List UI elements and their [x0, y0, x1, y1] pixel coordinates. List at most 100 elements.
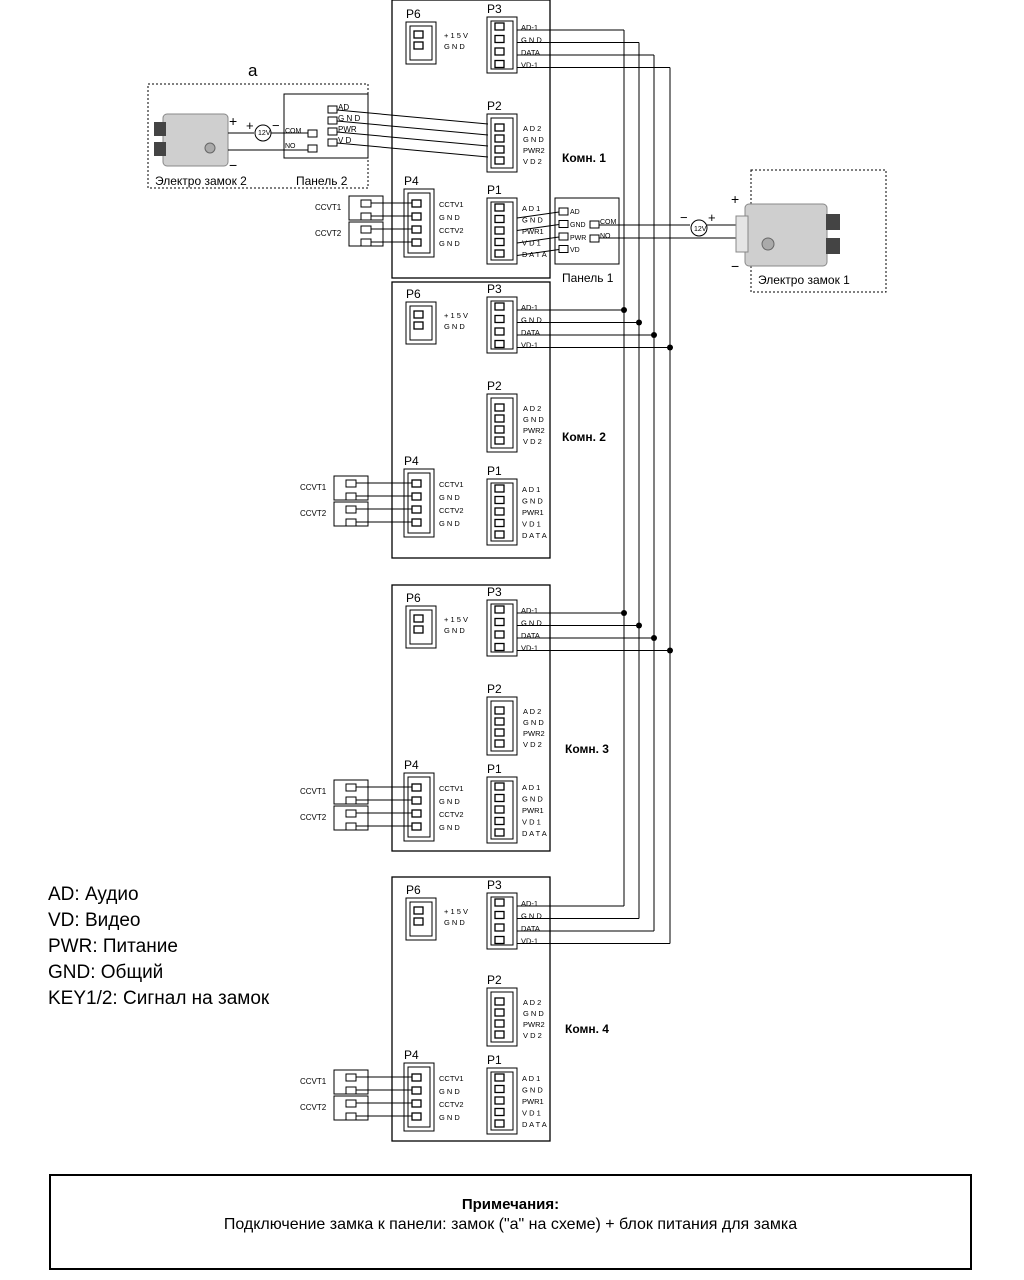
- p4-pin-label-2-room1: G N D: [439, 213, 460, 222]
- p2-pin-label-1-room1: A D 2: [523, 124, 541, 133]
- p2-title-room4: P2: [487, 973, 502, 987]
- connector-p6-pin: [413, 614, 424, 623]
- connector-p4-inner: [407, 776, 431, 838]
- connector-p2-pin: [494, 145, 505, 154]
- connector-p4-inner: [407, 1066, 431, 1128]
- camera-terminal-pin: [345, 822, 357, 831]
- panel1-relay-com: COM: [600, 219, 617, 226]
- connector-p3-pin: [494, 935, 505, 945]
- legend: AD: Аудио VD: Видео PWR: Питание GND: Об…: [48, 882, 269, 1012]
- p4-title-room4: P4: [404, 1048, 419, 1062]
- panel2-wire: [336, 120, 489, 136]
- room-name-4: Комн. 4: [565, 1022, 609, 1036]
- panel2-relay-pin: [307, 129, 318, 138]
- p1-pin-label-1-room1: A D 1: [522, 204, 540, 213]
- p3-pin-label-2-room4: G N D: [521, 912, 542, 921]
- connector-p1-pin: [494, 1096, 505, 1105]
- p6-pin-label-2-room1: G N D: [444, 42, 465, 51]
- camera-terminal-pin: [345, 479, 357, 488]
- p1-title-room2: P1: [487, 464, 502, 478]
- p1-pin-label-3-room4: PWR1: [522, 1097, 544, 1106]
- bus-junction-dot: [651, 635, 657, 641]
- p3-pin-label-2-room1: G N D: [521, 36, 542, 45]
- camera-label-2-room2: CCVT2: [300, 509, 327, 518]
- connector-p2-pin: [494, 425, 505, 434]
- lock2-minus: −: [229, 157, 237, 173]
- connector-p1-pin: [494, 518, 505, 528]
- p3-pin-label-3-room2: DATA: [521, 328, 540, 337]
- legend-item-gnd: GND: Общий: [48, 962, 164, 983]
- legend-item-ad: AD: Аудио: [48, 884, 139, 905]
- p2-title-room3: P2: [487, 682, 502, 696]
- p6-pin-label-1-room4: + 1 5 V: [444, 907, 468, 916]
- bus-junction-dot: [667, 647, 673, 654]
- supply1-label: 12V: [694, 226, 707, 233]
- room-name-1: Комн. 1: [562, 151, 606, 165]
- connector-p4-pin: [411, 225, 422, 234]
- connector-p3-pin: [494, 47, 505, 56]
- panel2-relay-no: NO: [285, 143, 296, 150]
- p3-pin-label-4-room3: VD-1: [521, 644, 538, 653]
- connector-p3-pin: [494, 910, 505, 920]
- panel2-pin-vd: V D: [338, 136, 352, 145]
- connector-p1-pin: [494, 1119, 505, 1128]
- p3-pin-label-1-room2: AD-1: [521, 303, 538, 312]
- bus-junction-dot: [636, 319, 642, 326]
- p4-title-room3: P4: [404, 758, 419, 772]
- connector-p6-pin: [413, 321, 424, 330]
- connector-p4-pin: [411, 505, 422, 514]
- connector-p2-pin: [494, 436, 505, 445]
- panel1-pin-gnd: GND: [570, 222, 586, 229]
- bus-junction-dot: [636, 622, 642, 629]
- connector-p1-pin: [494, 1073, 505, 1082]
- connector-p2-inner: [490, 397, 514, 449]
- connector-p1-room1: [486, 197, 518, 265]
- notes-title: Примечания:: [461, 1196, 560, 1213]
- connector-p6-pin: [413, 917, 424, 926]
- p3-pin-label-4-room2: VD-1: [521, 341, 538, 350]
- lock2-terminal: [154, 122, 166, 136]
- connector-p2-pin: [494, 134, 505, 143]
- panel1-pin: [558, 220, 569, 228]
- camera-label-2-room3: CCVT2: [300, 813, 327, 822]
- connector-p1-pin: [494, 793, 505, 803]
- connector-p4-inner: [407, 192, 431, 254]
- connector-p2-pin: [494, 1030, 505, 1039]
- connector-p2-pin: [494, 997, 505, 1006]
- connector-p1-pin: [494, 816, 505, 826]
- connector-p2-room3: [486, 696, 518, 756]
- connector-p4-room2: [403, 468, 435, 538]
- p1-pin-label-3-room3: PWR1: [522, 806, 544, 815]
- p1-pin-label-4-room1: V D 1: [522, 239, 541, 248]
- label-a: a: [248, 61, 258, 80]
- panel1-relay-pin: [589, 234, 600, 243]
- panel2-pin: [327, 105, 338, 114]
- p6-pin-label-2-room4: G N D: [444, 918, 465, 927]
- lock2-terminal: [154, 142, 166, 156]
- p6-pin-label-1-room2: + 1 5 V: [444, 311, 468, 320]
- p3-title-room2: P3: [487, 282, 502, 296]
- connector-p1-pin: [494, 507, 505, 516]
- connector-p4-pin: [411, 1112, 422, 1121]
- connector-p1-pin: [494, 484, 505, 493]
- room-name-3: Комн. 3: [565, 742, 609, 756]
- p3-pin-label-2-room3: G N D: [521, 619, 542, 628]
- camera-terminal-pin: [360, 238, 372, 247]
- connector-p3-inner: [490, 896, 514, 946]
- room-name-2: Комн. 2: [562, 430, 606, 444]
- connector-p4-pin: [411, 796, 422, 805]
- connector-p2-pin: [494, 414, 505, 423]
- connector-p1-inner: [490, 201, 514, 261]
- connector-p6-room3: [405, 605, 437, 649]
- p3-title-room4: P3: [487, 878, 502, 892]
- p6-title-room4: P6: [406, 883, 421, 897]
- room-unit-4: [391, 876, 551, 1142]
- bus-junction-dot: [667, 344, 673, 351]
- connector-p6-room2: [405, 301, 437, 345]
- connector-p3-room1: [486, 16, 518, 74]
- panel1-wire: [516, 224, 560, 231]
- panel2-relay-pin: [307, 144, 318, 153]
- p2-pin-label-2-room1: G N D: [523, 135, 544, 144]
- connector-p4-room1: [403, 188, 435, 258]
- connector-p1-pin: [494, 237, 505, 247]
